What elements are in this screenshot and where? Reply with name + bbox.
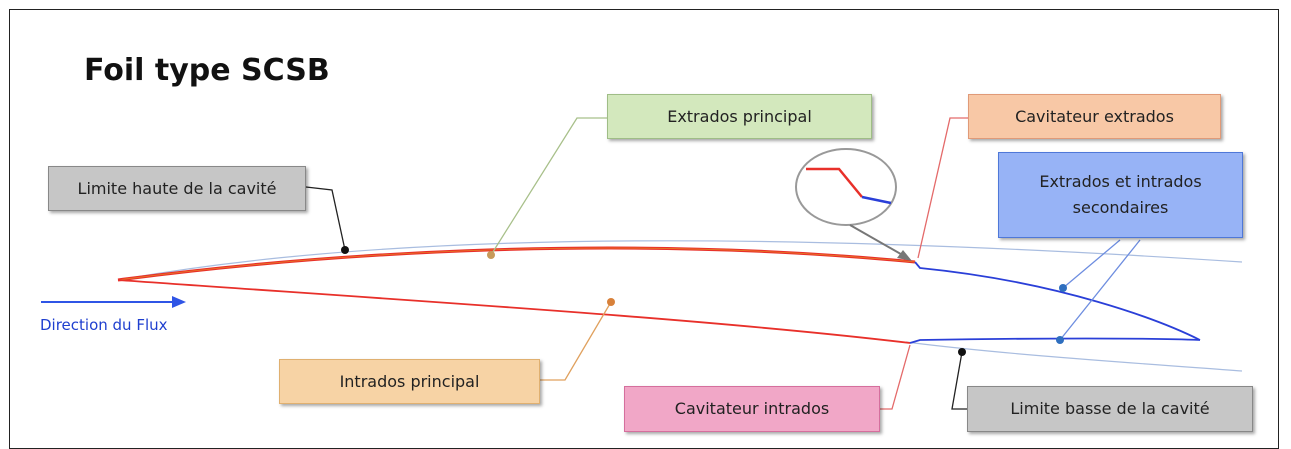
flow-arrow-head	[172, 296, 186, 308]
page-title: Foil type SCSB	[84, 53, 330, 88]
leader-cavitateur-extrados	[917, 117, 968, 259]
intrados-secondaire-curve	[909, 337, 1201, 344]
label-intrados-principal: Intrados principal	[279, 359, 540, 404]
label-secondaires-line2: secondaires	[1072, 198, 1169, 217]
label-secondaires-line1: Extrados et intrados	[1039, 172, 1202, 192]
label-limite-haute-text: Limite haute de la cavité	[77, 178, 277, 198]
label-limite-basse-text: Limite basse de la cavité	[1010, 399, 1210, 419]
label-cavitateur-extrados: Cavitateur extrados	[968, 94, 1221, 139]
leader-secondaire-2	[1059, 239, 1141, 341]
leader-limite-haute	[305, 186, 346, 251]
zoom-inset-circle	[795, 148, 897, 226]
extrados-secondaire-curve	[914, 261, 1201, 341]
label-cavitateur-intrados: Cavitateur intrados	[624, 386, 880, 432]
flow-direction-label: Direction du Flux	[40, 316, 168, 334]
leader-secondaire-1	[1062, 239, 1121, 289]
label-limite-haute: Limite haute de la cavité	[48, 166, 306, 211]
label-cavitateur-intrados-text: Cavitateur intrados	[674, 399, 830, 419]
label-cavitateur-extrados-text: Cavitateur extrados	[1015, 106, 1174, 126]
zoom-inset-blue	[861, 195, 892, 205]
zoom-inset-red	[806, 167, 863, 198]
cavity-upper-boundary	[117, 240, 1243, 281]
cavity-lower-boundary	[905, 341, 1243, 372]
label-extrados-principal: Extrados principal	[607, 94, 872, 139]
zoom-arrow-head	[897, 250, 912, 261]
label-intrados-principal-text: Intrados principal	[339, 371, 480, 391]
leader-extrados-principal	[490, 117, 607, 256]
label-extrados-intrados-secondaires: Extrados et intrados secondaires	[998, 152, 1243, 238]
label-limite-basse: Limite basse de la cavité	[967, 386, 1253, 432]
leader-limite-basse	[951, 351, 967, 410]
intrados-principal-curve	[117, 279, 911, 344]
leader-intrados-principal	[540, 301, 612, 381]
leader-cavitateur-intrados	[880, 344, 911, 410]
label-extrados-principal-text: Extrados principal	[667, 106, 812, 126]
